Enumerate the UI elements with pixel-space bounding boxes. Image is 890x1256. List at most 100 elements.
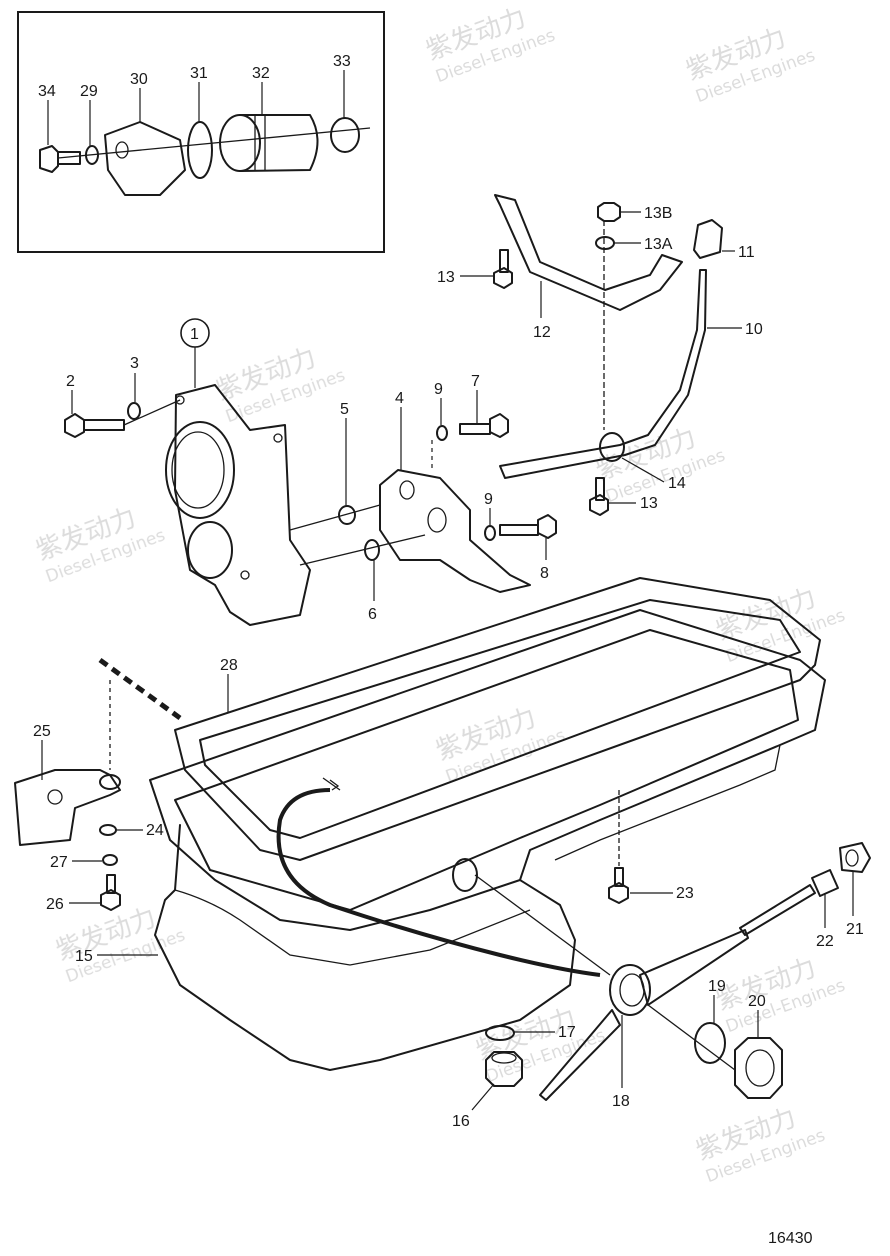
bracket-12 [494, 194, 683, 311]
callout-2: 2 [66, 373, 75, 414]
callout-9b: 9 [484, 491, 493, 525]
callout-10: 10 [707, 321, 763, 338]
callout-5: 5 [340, 401, 349, 505]
callout-21: 21 [846, 872, 864, 938]
o-ring-5 [338, 505, 356, 525]
inset-o-ring-31 [187, 121, 213, 179]
oil-suction-pipe [379, 440, 531, 593]
callout-4: 4 [395, 390, 404, 470]
callout-26: 26 [46, 896, 100, 913]
washer-3 [127, 402, 141, 420]
callout-20: 20 [748, 993, 766, 1038]
callout-24: 24 [117, 822, 164, 839]
svg-text:5: 5 [340, 401, 349, 418]
svg-text:24: 24 [146, 822, 164, 839]
inset-sleeve-32 [219, 114, 319, 172]
callout-6: 6 [368, 560, 377, 623]
plug-11 [693, 219, 723, 259]
svg-text:4: 4 [395, 390, 404, 407]
svg-text:10: 10 [745, 321, 763, 338]
svg-text:33: 33 [333, 53, 351, 70]
bracket-25 [14, 769, 121, 846]
inset-bolt-34 [39, 145, 81, 173]
svg-text:11: 11 [738, 244, 755, 261]
svg-text:30: 30 [130, 71, 148, 88]
svg-text:14: 14 [668, 475, 686, 492]
svg-text:9: 9 [434, 381, 443, 398]
callout-31: 31 [190, 65, 208, 122]
svg-text:13B: 13B [644, 205, 672, 222]
svg-text:13: 13 [640, 495, 658, 512]
svg-text:3: 3 [130, 355, 139, 372]
dipstick-wire [276, 788, 601, 977]
svg-text:18: 18 [612, 1093, 630, 1110]
callout-18: 18 [612, 1015, 630, 1110]
bolt-13-upper [493, 249, 513, 289]
callout-13-upper: 13 [437, 269, 493, 286]
callout-25: 25 [33, 723, 51, 780]
dipstick-tube-10 [499, 269, 707, 479]
washer-17 [485, 1025, 515, 1041]
bolt-7 [459, 413, 509, 438]
oil-pump [165, 384, 311, 626]
svg-text:32: 32 [252, 65, 270, 82]
svg-text:2: 2 [66, 373, 75, 390]
callout-30: 30 [130, 71, 148, 122]
svg-text:19: 19 [708, 978, 726, 995]
dipstick-21 [839, 842, 871, 873]
callout-9a: 9 [434, 381, 443, 425]
svg-text:23: 23 [676, 885, 694, 902]
drawing-number: 16430 [768, 1230, 813, 1247]
svg-text:13A: 13A [644, 236, 673, 253]
bolt-2 [64, 413, 125, 438]
callout-13A: 13A [614, 236, 673, 253]
callout-34: 34 [38, 83, 56, 145]
svg-text:29: 29 [80, 83, 98, 100]
callout-23: 23 [630, 885, 694, 902]
svg-text:12: 12 [533, 324, 551, 341]
svg-text:8: 8 [540, 565, 549, 582]
callout-16: 16 [452, 1083, 495, 1130]
drain-plug-16 [485, 1051, 523, 1087]
svg-text:1: 1 [190, 326, 199, 343]
svg-text:9: 9 [484, 491, 493, 508]
svg-text:15: 15 [75, 948, 93, 965]
svg-text:7: 7 [471, 373, 480, 390]
callout-22: 22 [816, 893, 834, 950]
inset-flange-30 [104, 121, 186, 196]
washer-9a [436, 425, 448, 441]
svg-text:27: 27 [50, 854, 68, 871]
bolt-8 [499, 514, 557, 539]
washer-9b [484, 525, 496, 541]
inset-o-ring-33 [330, 117, 360, 153]
callout-1: 1 [180, 318, 210, 388]
svg-text:34: 34 [38, 83, 56, 100]
dipstick-guide-18 [539, 929, 749, 1101]
watermark-layer: 紫发动力 Diesel-Engines 紫发动力 Diesel-Engines … [32, 3, 848, 1187]
oil-sump-15 [149, 609, 826, 1071]
svg-text:22: 22 [816, 933, 834, 950]
callout-7: 7 [471, 373, 480, 424]
svg-text:6: 6 [368, 606, 377, 623]
callout-14: 14 [621, 457, 686, 492]
svg-text:20: 20 [748, 993, 766, 1010]
washer-27 [102, 854, 118, 866]
bolt-26 [100, 874, 121, 911]
dipstick-seal-22 [739, 869, 839, 936]
callout-8: 8 [540, 538, 549, 582]
o-ring-6 [364, 539, 380, 561]
callout-29: 29 [80, 83, 98, 146]
callout-13-lower: 13 [608, 495, 658, 512]
washer-24 [99, 824, 117, 836]
callout-3: 3 [130, 355, 139, 402]
callout-17: 17 [514, 1024, 576, 1041]
svg-text:21: 21 [846, 921, 864, 938]
callout-12: 12 [533, 281, 551, 341]
callout-15: 15 [75, 948, 158, 965]
svg-text:17: 17 [558, 1024, 576, 1041]
callout-28: 28 [220, 657, 238, 712]
callout-19: 19 [708, 978, 726, 1023]
svg-text:26: 26 [46, 896, 64, 913]
nut-13B [597, 202, 621, 222]
